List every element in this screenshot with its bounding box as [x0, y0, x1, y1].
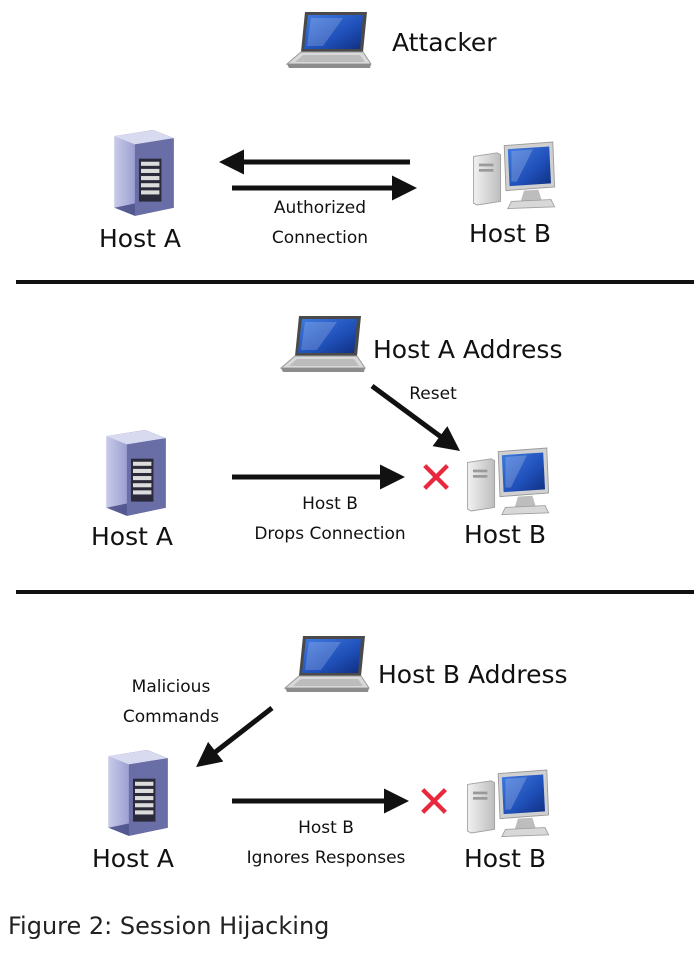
- server-tower-icon: [106, 430, 166, 516]
- attacker-label: Host A Address: [373, 335, 562, 364]
- connection-label-line1: Authorized: [274, 198, 366, 218]
- host-a-label: Host A: [91, 522, 173, 551]
- connection-label-line1: Host B: [298, 818, 354, 838]
- connection-label-line2: Drops Connection: [254, 524, 405, 544]
- host-b-label: Host B: [469, 219, 551, 248]
- reset-arrow: [370, 383, 461, 451]
- figure-caption: Figure 2: Session Hijacking: [8, 912, 329, 940]
- desktop-computer-icon: [467, 769, 550, 838]
- commands-label-line2: Commands: [123, 707, 219, 727]
- host-b-label: Host B: [464, 844, 546, 873]
- red-x-icon: ✕: [416, 777, 453, 828]
- laptop-icon: [280, 315, 366, 373]
- laptop-icon: [286, 11, 372, 69]
- desktop-computer-icon: [473, 141, 556, 210]
- server-tower-icon: [114, 130, 174, 216]
- reset-label: Reset: [409, 384, 457, 404]
- connection-label-line1: Host B: [302, 494, 358, 514]
- server-tower-icon: [108, 750, 168, 836]
- host-a-label: Host A: [92, 844, 174, 873]
- panel-reset-attack: Host A Address Reset Host A ✕ Host B Hos…: [91, 315, 562, 551]
- panel-malicious-commands: Host B Address Malicious Commands Host A…: [92, 635, 568, 873]
- malicious-commands-arrow: [196, 706, 274, 768]
- commands-label-line1: Malicious: [132, 677, 211, 697]
- connection-label-line2: Ignores Responses: [247, 848, 406, 868]
- attacker-label: Attacker: [392, 28, 497, 57]
- attacker-label: Host B Address: [378, 660, 568, 689]
- red-x-icon: ✕: [418, 453, 455, 504]
- connection-label-line2: Connection: [272, 228, 368, 248]
- host-a-label: Host A: [99, 224, 181, 253]
- desktop-computer-icon: [467, 447, 550, 516]
- host-b-label: Host B: [464, 520, 546, 549]
- laptop-icon: [284, 635, 370, 693]
- panel-authorized-connection: Attacker Host A Host B Authorized Connec…: [99, 11, 556, 253]
